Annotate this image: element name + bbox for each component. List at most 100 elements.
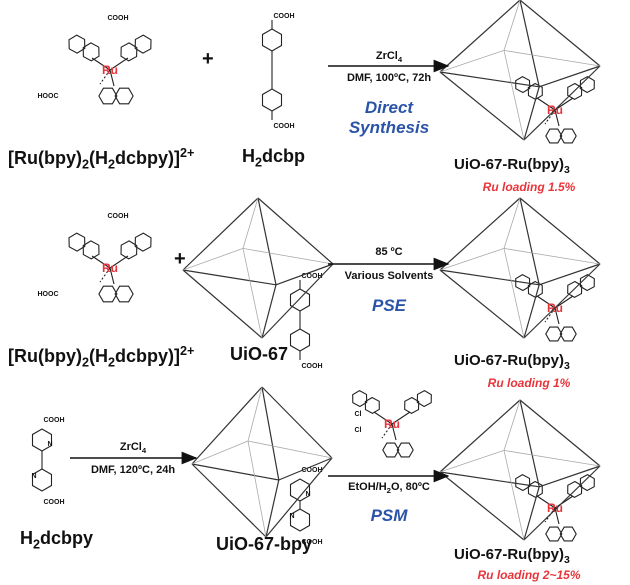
ring bbox=[579, 473, 595, 492]
row3-mof-label: UiO-67-bpy bbox=[216, 534, 313, 554]
edge bbox=[519, 399, 601, 467]
ring bbox=[515, 75, 531, 94]
bond bbox=[554, 307, 560, 325]
bond bbox=[109, 255, 129, 269]
back-edge bbox=[242, 248, 263, 339]
edge bbox=[257, 197, 277, 285]
bond bbox=[109, 57, 129, 71]
back-edge bbox=[439, 248, 505, 271]
ring bbox=[114, 87, 134, 105]
ring bbox=[261, 28, 283, 52]
bond bbox=[536, 97, 556, 111]
bond bbox=[544, 109, 556, 125]
edge bbox=[191, 386, 263, 465]
back-edge bbox=[242, 248, 334, 265]
edge bbox=[439, 269, 525, 339]
back-edge bbox=[242, 197, 259, 249]
bond bbox=[554, 507, 560, 525]
edge bbox=[265, 479, 280, 538]
linker-h2dcbp: COOH COOH bbox=[289, 273, 323, 370]
row1-complex-label: [Ru(bpy)2(H2dcbpy)]2+ bbox=[8, 146, 195, 172]
ring bbox=[31, 468, 53, 492]
row2-product-octahedron bbox=[439, 197, 601, 339]
bond bbox=[381, 423, 393, 439]
edge bbox=[439, 197, 521, 271]
row2-ru-loading: Ru loading 1% bbox=[487, 376, 571, 390]
ring bbox=[289, 508, 311, 532]
edge bbox=[278, 457, 333, 481]
row2-uio67-octahedron bbox=[182, 197, 334, 339]
edge bbox=[523, 284, 540, 339]
row1-product-label: UiO-67-Ru(bpy)3 bbox=[454, 156, 570, 176]
row2-mof-label: UiO-67 bbox=[230, 344, 289, 364]
edge bbox=[523, 263, 601, 339]
back-edge bbox=[439, 50, 505, 73]
ring bbox=[120, 42, 138, 62]
back-edge bbox=[503, 50, 525, 141]
edge bbox=[439, 399, 521, 473]
edge bbox=[523, 465, 601, 541]
ring bbox=[98, 87, 118, 105]
edge bbox=[439, 471, 525, 541]
n-label: N bbox=[305, 491, 310, 498]
edge bbox=[519, 0, 540, 87]
ring bbox=[579, 273, 595, 292]
cooh-label: COOH bbox=[302, 273, 323, 280]
ring bbox=[559, 128, 577, 144]
cooh-label: COOH bbox=[108, 15, 129, 22]
row2-product-label: UiO-67-Ru(bpy)3 bbox=[454, 352, 570, 372]
row3-condition-reagent: ZrCl4 bbox=[119, 441, 147, 456]
ring bbox=[567, 480, 583, 499]
edge bbox=[523, 486, 540, 541]
row3-uio67bpy-octahedron bbox=[191, 386, 333, 538]
ru-atom-label: Ru bbox=[102, 63, 118, 77]
row3-product-octahedron bbox=[439, 399, 601, 541]
ring bbox=[82, 240, 100, 260]
edge bbox=[261, 263, 334, 339]
edge bbox=[539, 65, 601, 88]
ring bbox=[404, 396, 420, 415]
edge bbox=[265, 457, 333, 538]
row2-condition-temp: 85 ºC bbox=[375, 246, 403, 258]
edge bbox=[182, 197, 259, 271]
n-label: N bbox=[47, 441, 52, 448]
back-edge bbox=[503, 0, 521, 51]
edge bbox=[439, 269, 540, 286]
edge bbox=[439, 471, 540, 488]
edge bbox=[439, 71, 525, 141]
edge bbox=[523, 65, 601, 141]
cooh-label: COOH bbox=[302, 467, 323, 474]
row1-method-label: Direct Synthesis bbox=[348, 98, 430, 137]
bond bbox=[554, 97, 574, 111]
cooh-label: COOH bbox=[44, 499, 65, 506]
row1-product-octahedron bbox=[439, 0, 601, 141]
row3-condition-solvent: DMF, 120ºC, 24h bbox=[90, 464, 176, 476]
row3-method-label: PSM bbox=[370, 506, 408, 525]
ring bbox=[261, 88, 283, 112]
ring bbox=[98, 285, 118, 303]
ring bbox=[559, 526, 577, 542]
back-edge bbox=[191, 440, 249, 465]
edge bbox=[519, 197, 601, 265]
bond bbox=[544, 307, 556, 323]
back-edge bbox=[247, 440, 333, 459]
ring bbox=[289, 328, 311, 352]
row1-linker-label: H2dcbp bbox=[242, 146, 306, 170]
bond bbox=[391, 411, 411, 425]
back-edge bbox=[503, 248, 525, 339]
row1-ru-loading: Ru loading 1.5% bbox=[482, 180, 576, 194]
edge bbox=[261, 284, 277, 339]
cooh-label: COOH bbox=[302, 363, 323, 370]
ring bbox=[515, 273, 531, 292]
back-edge bbox=[182, 248, 244, 271]
ring bbox=[114, 285, 134, 303]
ring bbox=[545, 128, 563, 144]
edge bbox=[182, 269, 263, 339]
cooh-label: COOH bbox=[274, 123, 295, 130]
n-label: N bbox=[289, 513, 294, 520]
ring bbox=[545, 326, 563, 342]
